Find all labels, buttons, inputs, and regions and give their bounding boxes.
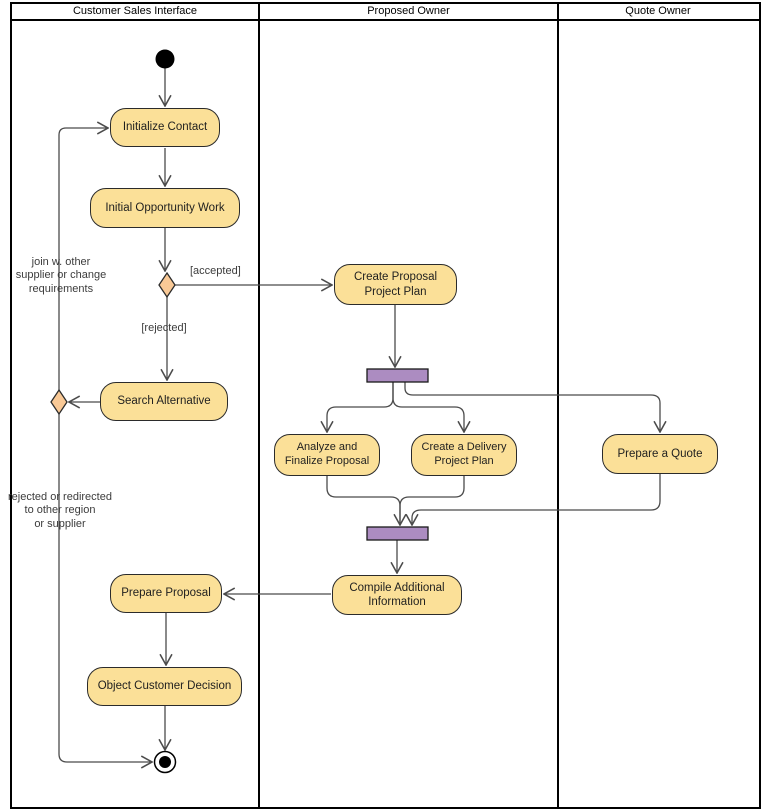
edge-label-rejected: [rejected] (141, 322, 187, 334)
edge-label-accepted: [accepted] (190, 265, 241, 277)
join-bar[interactable] (366, 526, 429, 541)
note-join-with-other-supplier: join w. other supplier or change require… (15, 256, 107, 295)
edge-fork-to-analyze (327, 382, 394, 432)
activity-analyze-and-finalize-proposal[interactable]: Analyze and Finalize Proposal (274, 434, 380, 476)
activity-create-a-delivery-project-plan[interactable]: Create a Delivery Project Plan (411, 434, 517, 476)
activity-create-proposal-project-plan[interactable]: Create Proposal Project Plan (334, 264, 457, 305)
edge-quote-to-join (412, 474, 661, 525)
edge-fork-to-quote (404, 382, 660, 432)
decision-node[interactable] (158, 271, 176, 299)
lane-header-quote-owner: Quote Owner (625, 5, 691, 17)
fork-bar[interactable] (366, 368, 429, 383)
edge-analyze-to-join (326, 476, 400, 525)
activity-initialize-contact[interactable]: Initialize Contact (110, 108, 220, 147)
lane-divider-1 (258, 2, 260, 807)
swimlane-frame (10, 2, 761, 809)
lane-divider-2 (557, 2, 559, 807)
activity-initial-opportunity-work[interactable]: Initial Opportunity Work (90, 188, 240, 228)
note-rejected-or-redirected: rejected or redirected to other region o… (8, 491, 112, 530)
edge-delivery-to-join (399, 476, 465, 525)
activity-search-alternative[interactable]: Search Alternative (100, 382, 228, 421)
swimlane-header-separator (10, 19, 761, 21)
edge-fork-to-delivery (392, 382, 464, 432)
activity-object-customer-decision[interactable]: Object Customer Decision (87, 667, 242, 706)
merge-node[interactable] (50, 388, 68, 416)
edges (58, 68, 661, 762)
edge-merge-to-final (58, 414, 152, 762)
activity-compile-additional-information[interactable]: Compile Additional Information (332, 575, 462, 615)
edge-merge-loop-to-initialize (58, 128, 108, 390)
activity-prepare-a-quote[interactable]: Prepare a Quote (602, 434, 718, 474)
lane-header-proposed-owner: Proposed Owner (367, 5, 450, 17)
lane-header-customer-sales-interface: Customer Sales Interface (72, 5, 198, 17)
final-node-core (159, 756, 171, 768)
initial-node[interactable] (155, 49, 175, 69)
activity-prepare-proposal[interactable]: Prepare Proposal (110, 574, 222, 613)
